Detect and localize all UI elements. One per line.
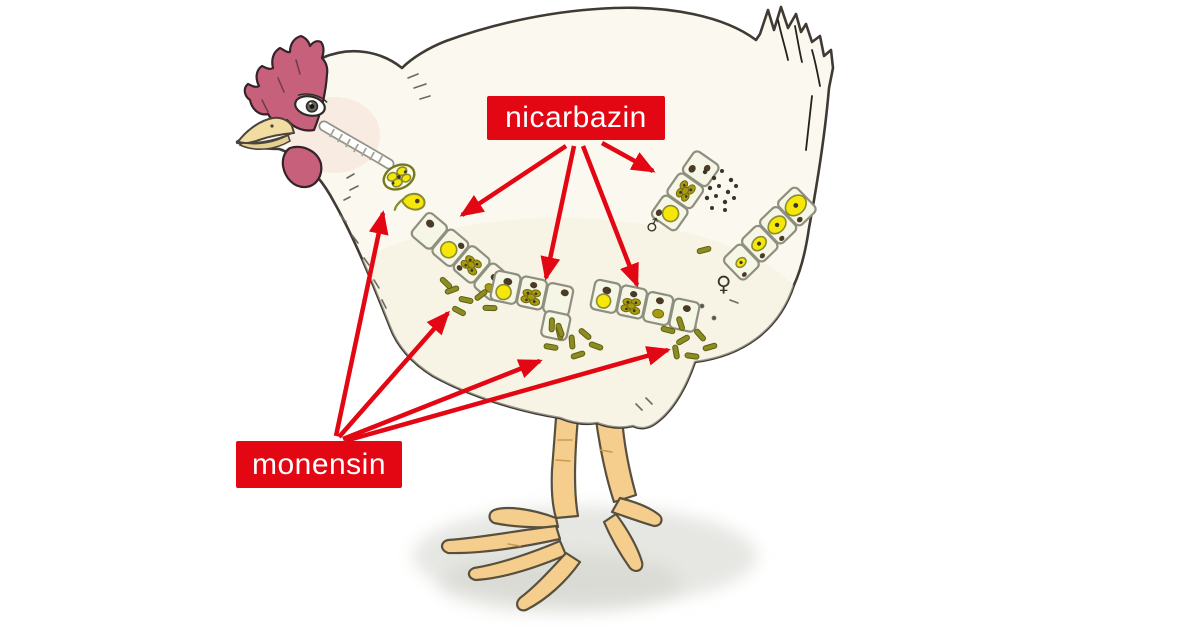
monensin-arrows [333, 210, 671, 444]
monensin-label: monensin [236, 441, 402, 488]
nicarbazin-label: nicarbazin [487, 96, 665, 140]
tail-feather-strokes [777, 19, 821, 151]
infected-epithelial-cells-strip4 [650, 150, 720, 232]
microgametes-icon [702, 169, 738, 212]
male-symbol: ♂ [643, 214, 663, 237]
infected-epithelial-cells-strip3 [589, 278, 701, 333]
esophagus-tube [318, 120, 395, 170]
chicken-beak [236, 116, 295, 150]
nicarbazin-arrows [459, 141, 656, 288]
infected-epithelial-cells-strip5 [722, 186, 817, 281]
oocyst-icon [382, 163, 416, 191]
ground-shadow [413, 506, 757, 613]
chicken-legs-feet [440, 416, 663, 612]
macrogametes-icon [735, 194, 807, 269]
feather-marks [339, 73, 739, 411]
chicken-eye [294, 93, 328, 117]
female-symbol: ♀ [716, 272, 731, 296]
chicken-wattle [281, 145, 323, 189]
